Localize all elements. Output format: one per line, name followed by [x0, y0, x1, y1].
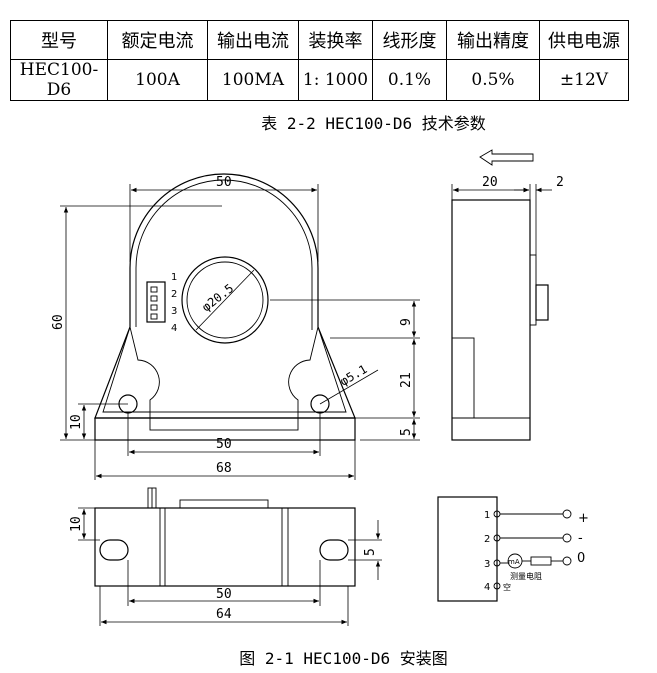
front-body-inner-outline	[135, 179, 313, 330]
wiring-resistor-label: 测量电阻	[510, 571, 542, 581]
spec-value-output-accuracy: 0.5%	[446, 59, 540, 101]
spec-header-conversion-ratio: 装换率	[298, 20, 373, 60]
front-base-plate	[94, 417, 356, 441]
connector-label-1: 1	[171, 272, 177, 283]
dim-side-protrusion-label: 2	[556, 175, 564, 190]
bottom-body	[94, 507, 356, 587]
side-connector-step	[529, 254, 537, 326]
wiring-pin-label-4: 4	[484, 582, 490, 593]
front-aperture-inner	[186, 261, 264, 339]
bottom-top-tab	[179, 499, 269, 509]
mount-hole-leader	[319, 369, 379, 405]
dim-bottom-50-label: 50	[216, 587, 232, 602]
dim-base-width-label: 68	[216, 461, 232, 476]
wiring-resistor	[530, 556, 552, 566]
wiring-sensor-box	[437, 496, 498, 602]
side-dimensions: 9 21 5	[399, 301, 417, 439]
dim-side-5-label: 5	[399, 428, 414, 436]
spec-table-header-row: 型号 额定电流 输出电流 装换率 线形度 输出精度 供电电源	[10, 20, 629, 60]
connector-pin-3	[150, 304, 158, 311]
connector-pin-4	[150, 313, 158, 320]
direction-arrow	[479, 149, 534, 166]
wiring-plus-label: +	[578, 511, 589, 526]
wire-1-terminal	[562, 509, 572, 519]
spec-value-linearity: 0.1%	[372, 59, 447, 101]
bottom-left-slot	[99, 539, 129, 561]
wiring-zero-label: 0	[577, 551, 585, 566]
front-base-step	[149, 411, 299, 431]
side-connector	[535, 284, 549, 321]
connector-label-2: 2	[171, 289, 177, 300]
figure-caption: 图 2-1 HEC100-D6 安装图	[239, 649, 448, 668]
bottom-view: 10 5 50 64	[69, 487, 382, 626]
spec-header-power-supply: 供电电源	[539, 20, 629, 60]
front-right-leg	[288, 325, 347, 413]
bottom-right-slot	[319, 539, 349, 561]
connector-housing	[146, 281, 166, 323]
dim-bottom-height-label: 10	[69, 516, 84, 532]
table-caption: 表 2-2 HEC100-D6 技术参数	[261, 114, 486, 133]
connector-pin-2	[150, 295, 158, 302]
side-base-block	[451, 337, 475, 419]
spec-value-power-supply: ±12V	[539, 59, 629, 101]
connector-pin-1	[150, 286, 158, 293]
spec-table-value-row: HEC100-D6 100A 100MA 1: 1000 0.1% 0.5% ±…	[10, 59, 629, 101]
side-body	[451, 199, 531, 441]
aperture-dia-label: φ20.5	[199, 281, 236, 314]
front-aperture-outer	[181, 256, 269, 344]
wiring-minus-label: -	[578, 531, 583, 546]
front-left-leg	[102, 325, 160, 413]
spec-value-rated-current: 100A	[107, 59, 208, 101]
bottom-center-block	[159, 507, 289, 587]
spec-header-rated-current: 额定电流	[107, 20, 208, 60]
connector-label-4: 4	[171, 323, 177, 334]
wiring-pin-label-1: 1	[484, 510, 490, 521]
wire-3-terminal	[562, 556, 572, 566]
wiring-pin4-label: 空	[503, 582, 511, 592]
spec-table: 型号 额定电流 输出电流 装换率 线形度 输出精度 供电电源 HEC100-D6…	[10, 20, 629, 101]
dim-base-height-label: 10	[69, 414, 84, 430]
dim-base-inner-width-label: 50	[216, 437, 232, 452]
wiring-pin-label-2: 2	[484, 534, 490, 545]
front-body-outline	[94, 173, 356, 419]
wiring-terminal-4	[493, 582, 501, 590]
wiring-meter-label: mA	[508, 558, 520, 566]
wire-2-terminal	[562, 533, 572, 543]
front-view: 1 2 3 4 φ20.5 φ5.1 50 60 10 50 68	[51, 173, 420, 480]
dim-side-9-label: 9	[399, 318, 414, 326]
wiring-pin-label-3: 3	[484, 559, 490, 570]
spec-value-conversion-ratio: 1: 1000	[298, 59, 373, 101]
dim-front-height-label: 60	[51, 314, 66, 330]
dim-side-21-label: 21	[399, 372, 414, 388]
spec-value-model: HEC100-D6	[10, 59, 108, 101]
dim-bottom-slot-label: 5	[363, 548, 378, 556]
dim-bottom-64-label: 64	[216, 607, 232, 622]
wiring-diagram: 1 2 3 4 + - mA 0 测量电阻 空	[437, 496, 589, 602]
dim-side-width-label: 20	[482, 175, 498, 190]
spec-header-model: 型号	[10, 20, 108, 60]
connector-label-3: 3	[171, 306, 177, 317]
side-view: 20 2	[451, 149, 564, 441]
aperture-dia-leader	[195, 269, 255, 331]
spec-value-output-current: 100MA	[207, 59, 299, 101]
dim-front-width-label: 50	[216, 175, 232, 190]
